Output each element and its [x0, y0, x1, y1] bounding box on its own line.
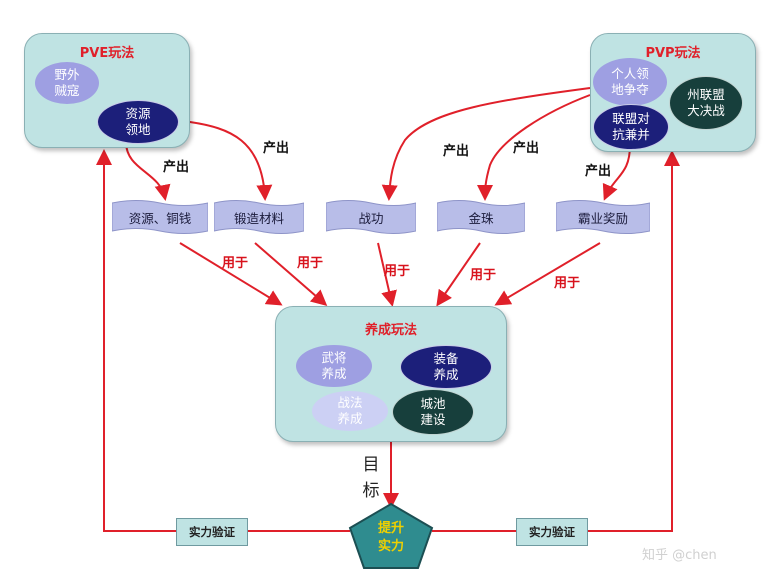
label-use-2: 用于: [297, 256, 324, 271]
label-use-5: 用于: [554, 276, 581, 291]
arrow-forging-to-growth: [254, 242, 328, 306]
label-target-char-2: 标: [362, 481, 380, 501]
arrow-goal-to-pvp: [432, 150, 680, 532]
ellipse-tactics-growth: 战法 养成: [312, 391, 388, 431]
output-gold-pearls: 金珠: [437, 200, 525, 234]
ellipse-resource-territory: 资源 领地: [97, 100, 179, 144]
arrow-merit-to-growth: [377, 242, 397, 307]
label-produce-4: 产出: [513, 141, 540, 156]
arrow-pearls-to-growth: [436, 242, 481, 307]
ellipse-equipment-growth: 装备 养成: [400, 345, 492, 389]
verify-left-label: 实力验证: [176, 518, 248, 546]
output-forging-materials: 锻造材料: [214, 200, 304, 234]
verify-right-label: 实力验证: [516, 518, 588, 546]
label-produce-3: 产出: [443, 144, 470, 159]
output-resources-copper-label: 资源、铜钱: [128, 210, 192, 226]
label-produce-5: 产出: [585, 164, 612, 179]
ellipse-general-growth: 武将 养成: [296, 345, 372, 387]
label-produce-1: 产出: [163, 160, 190, 175]
output-merit: 战功: [326, 200, 416, 234]
output-resources-copper: 资源、铜钱: [112, 200, 208, 234]
arrow-personal-to-merit: [381, 87, 591, 201]
arrow-alliance-to-hegemony: [602, 144, 631, 201]
label-produce-2: 产出: [263, 141, 290, 156]
label-use-3: 用于: [384, 264, 411, 279]
ellipse-personal-territory: 个人领 地争夺: [593, 58, 667, 106]
output-gold-pearls-label: 金珠: [468, 210, 494, 226]
watermark: 知乎 @chen: [642, 548, 717, 563]
arrow-personal-to-pearls: [477, 94, 591, 201]
ellipse-wild-bandits: 野外 贼寇: [35, 62, 99, 104]
output-hegemony-reward-label: 霸业奖励: [577, 210, 628, 226]
pvp-title: PVP玩法: [645, 46, 701, 61]
arrow-resources-to-growth: [179, 242, 283, 306]
label-target-char-1: 目: [362, 455, 380, 475]
label-use-4: 用于: [470, 268, 497, 283]
label-target: 目 标: [361, 452, 381, 504]
output-forging-materials-label: 锻造材料: [233, 210, 284, 226]
ellipse-city-building: 城池 建设: [392, 389, 474, 435]
pve-title: PVE玩法: [79, 46, 135, 61]
pvp-box: PVP玩法 个人领 地争夺 联盟对 抗兼并 州联盟 大决战: [590, 33, 756, 152]
ellipse-state-alliance-battle: 州联盟 大决战: [669, 76, 743, 130]
arrow-territory-to-resources: [125, 141, 171, 201]
output-hegemony-reward: 霸业奖励: [556, 200, 650, 234]
growth-box: 养成玩法 武将 养成 装备 养成 战法 养成 城池 建设: [275, 306, 507, 442]
label-use-1: 用于: [222, 256, 249, 271]
ellipse-alliance-annex: 联盟对 抗兼并: [593, 104, 669, 150]
pve-box: PVE玩法 野外 贼寇 资源 领地: [24, 33, 190, 148]
goal-label: 提升 实力: [377, 521, 404, 554]
output-merit-label: 战功: [358, 210, 384, 226]
goal-pentagon: 提升 实力: [348, 502, 434, 570]
arrow-hegemony-to-growth: [494, 242, 601, 306]
growth-title: 养成玩法: [364, 323, 417, 338]
arrow-goal-to-pve: [96, 149, 350, 532]
